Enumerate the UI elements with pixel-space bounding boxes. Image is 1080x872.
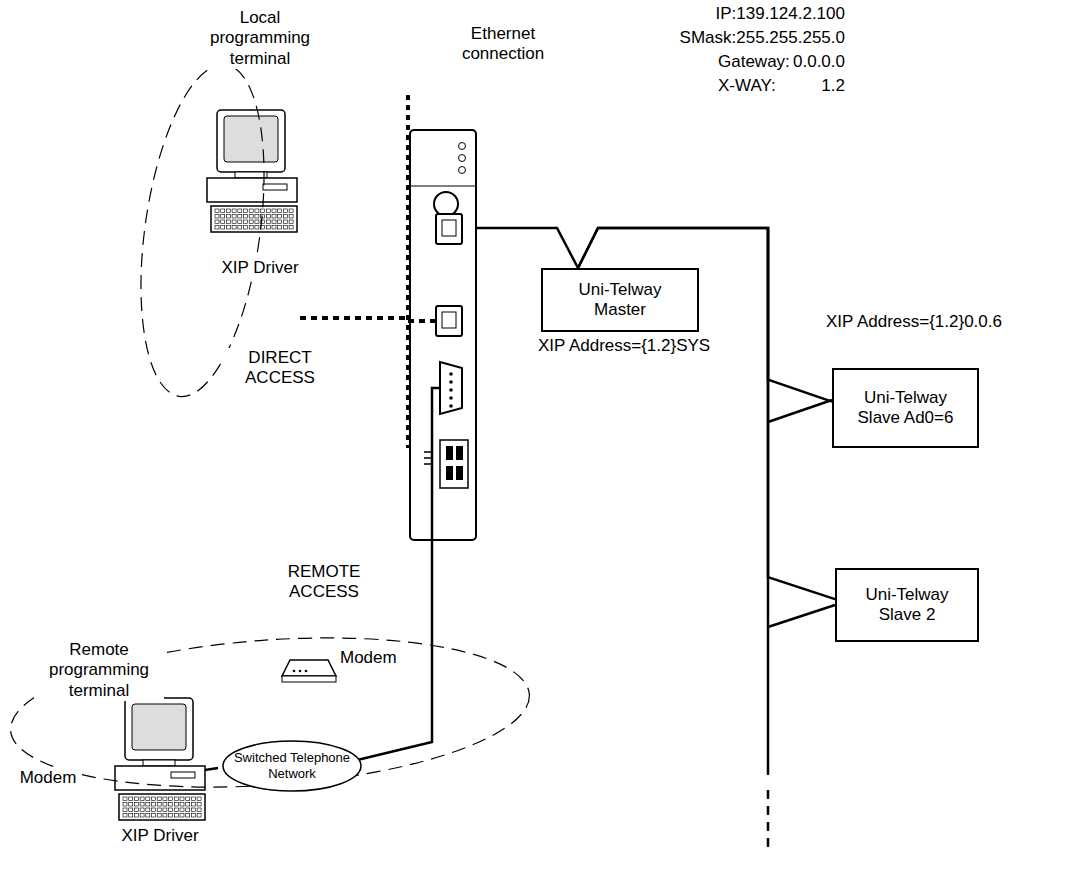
phone-line [205,768,218,770]
annotation-label: Modem [340,648,397,668]
annotation-label: REMOTE ACCESS [272,562,376,603]
bus-continuation [767,790,770,852]
ethernet-link [300,316,408,320]
region-text: XIP Driver [188,258,332,278]
address-setting: SMask:255.255.255.0 [680,28,845,48]
ellipse-outline [8,560,553,872]
computer-icon [115,698,205,820]
node-text: Uni-Telway Slave 2 [837,581,977,630]
node-text: Uni-Telway Slave Ad0=6 [834,384,977,433]
region-text: DIRECT ACCESS [223,348,337,389]
address-setting: 1.2 [821,76,845,96]
bus-tap [768,400,832,422]
process-box: Uni-Telway Master [541,268,699,332]
node-text: Uni-Telway Master [543,276,697,325]
node-text: Switched Telephone Network [218,750,366,781]
computer-icon [207,110,297,232]
region-text: Local programming terminal [188,8,332,69]
gateway-device [410,130,476,540]
annotation-label: XIP Address={1.2}0.0.6 [826,312,1002,332]
region-text: Modem [16,768,80,788]
serial-line [349,388,440,762]
ethernet-link [406,95,410,448]
region-ellipse: Local programming terminalXIP DriverDIRE… [128,8,418,448]
region-ellipse: Remote programming terminalModemXIP Driv… [8,560,553,872]
network-ellipse: Switched Telephone Network [218,740,366,792]
bus-tap [768,605,835,627]
process-box: Uni-Telway Slave 2 [835,568,979,642]
annotation-label: Ethernet connection [448,24,558,65]
address-setting: X-WAY: [718,76,776,96]
process-box: Uni-Telway Slave Ad0=6 [832,368,979,448]
bus-line [476,228,578,268]
address-setting: Gateway: [718,52,790,72]
address-setting: 0.0.0.0 [793,52,845,72]
address-setting: IP:139.124.2.100 [715,4,845,24]
annotation-label: XIP Address={1.2}SYS [538,336,710,356]
ethernet-link [408,319,436,323]
modem-icon [282,660,336,682]
region-text: Remote programming terminal [34,640,164,701]
region-text: XIP Driver [108,826,212,846]
